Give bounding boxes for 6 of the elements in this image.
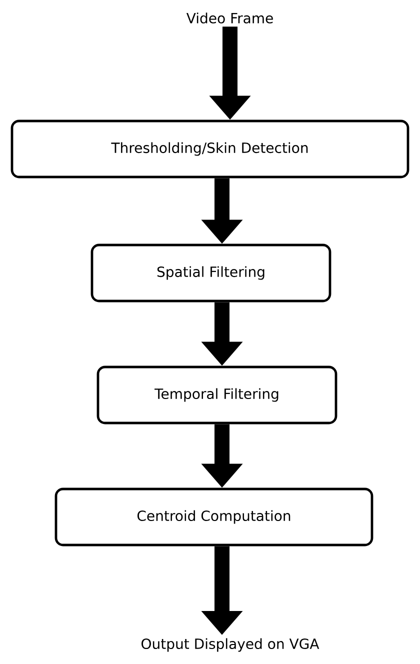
caption-text: Video Frame [186,12,273,24]
process-box: Temporal Filtering [96,366,338,424]
caption-text: Output Displayed on VGA [142,638,320,652]
process-box: Thresholding/Skin Detection [10,120,410,178]
process-box: Spatial Filtering [90,244,332,302]
process-box: Centroid Computation [54,488,374,546]
